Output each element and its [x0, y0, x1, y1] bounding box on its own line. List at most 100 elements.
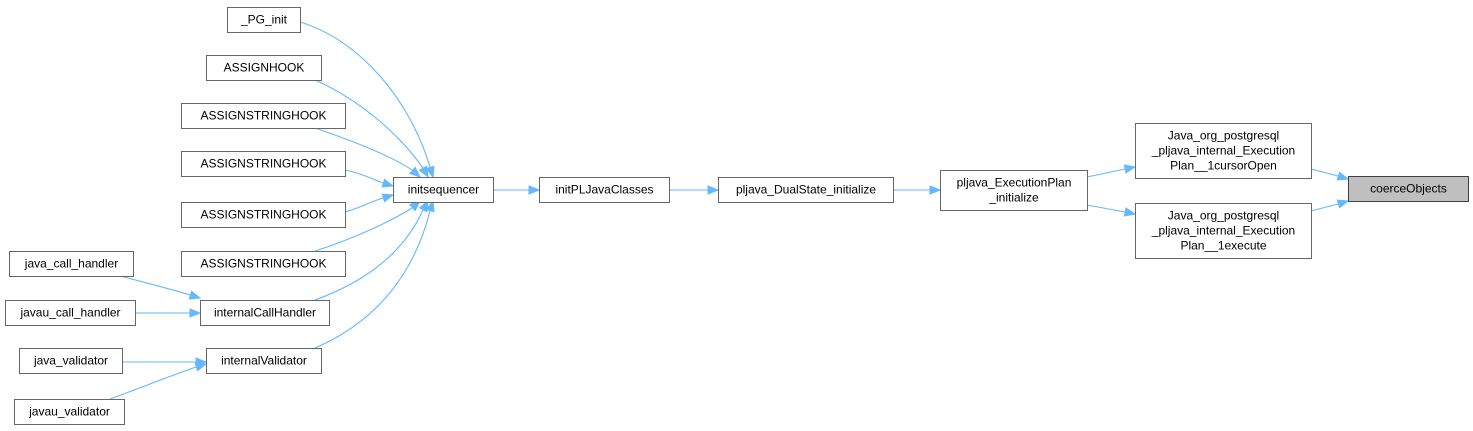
node-box[interactable]	[227, 7, 301, 33]
node-label: _PG_init	[240, 13, 288, 27]
edge-pg_init-to-initsequencer	[299, 21, 435, 179]
node-initsequencer[interactable]: initsequencer	[393, 177, 494, 203]
node-box[interactable]	[1348, 176, 1469, 202]
node-label: internalCallHandler	[214, 306, 316, 320]
node-label: _pljava_internal_Execution	[1151, 224, 1295, 238]
node-box[interactable]	[1135, 123, 1312, 179]
edge-line	[109, 366, 197, 400]
edge-initPLJavaClasses-to-ds_init	[669, 185, 720, 195]
edge-javau_validator-to-internalValidator	[109, 362, 208, 400]
arrow-head-icon	[425, 199, 435, 213]
edge-ash2-to-initsequencer	[344, 169, 395, 188]
edge-internalCallHandler-to-initsequencer	[314, 199, 429, 301]
edge-line	[314, 210, 431, 349]
node-label: javau_call_handler	[19, 306, 120, 320]
edge-line	[119, 275, 191, 296]
node-ds_init[interactable]: pljava_DualState_initialize	[718, 177, 894, 203]
edge-line	[1086, 168, 1126, 178]
edge-javau_call_handler-to-internalCallHandler	[135, 308, 202, 318]
node-initPLJavaClasses[interactable]: initPLJavaClasses	[539, 177, 670, 203]
edge-execute-to-coerceObjects	[1310, 199, 1350, 212]
edge-line	[314, 209, 424, 301]
edge-cursorOpen-to-coerceObjects	[1310, 168, 1350, 181]
edge-ash1-to-initsequencer	[314, 127, 422, 178]
node-java_call_handler[interactable]: java_call_handler	[9, 251, 134, 277]
arrow-head-icon	[418, 165, 429, 179]
node-ep_init[interactable]: pljava_ExecutionPlan_initialize	[940, 170, 1088, 211]
edge-line	[1310, 203, 1339, 212]
edge-internalValidator-to-initsequencer	[314, 199, 435, 349]
node-box[interactable]	[206, 55, 322, 81]
node-label: java_validator	[33, 354, 108, 368]
node-box[interactable]	[181, 151, 346, 177]
node-box[interactable]	[9, 251, 134, 277]
node-box[interactable]	[5, 300, 136, 326]
arrow-head-icon	[418, 199, 429, 213]
node-box[interactable]	[200, 300, 330, 326]
node-assignhook[interactable]: ASSIGNHOOK	[206, 55, 322, 81]
node-execute[interactable]: Java_org_postgresql_pljava_internal_Exec…	[1135, 203, 1312, 259]
node-box[interactable]	[19, 348, 123, 374]
node-box[interactable]	[539, 177, 670, 203]
arrow-head-icon	[1123, 207, 1137, 217]
node-internalValidator[interactable]: internalValidator	[206, 348, 322, 374]
node-coerceObjects[interactable]: coerceObjects	[1348, 176, 1469, 202]
node-javau_call_handler[interactable]: javau_call_handler	[5, 300, 136, 326]
edge-line	[344, 197, 384, 213]
edge-java_validator-to-internalValidator	[122, 357, 208, 367]
node-internalCallHandler[interactable]: internalCallHandler	[200, 300, 330, 326]
node-box[interactable]	[14, 399, 125, 425]
nodes-layer: coerceObjectsJava_org_postgresql_pljava_…	[5, 7, 1469, 425]
node-cursorOpen[interactable]: Java_org_postgresql_pljava_internal_Exec…	[1135, 123, 1312, 179]
node-label: initsequencer	[408, 183, 479, 197]
node-label: initPLJavaClasses	[555, 183, 653, 197]
edge-line	[1086, 204, 1126, 213]
edge-line	[344, 169, 384, 184]
arrow-head-icon	[381, 178, 395, 188]
node-ash2[interactable]: ASSIGNSTRINGHOOK	[181, 151, 346, 177]
edge-assignhook-to-initsequencer	[314, 79, 429, 179]
node-label: coerceObjects	[1370, 182, 1447, 196]
edge-line	[314, 79, 424, 169]
arrow-head-icon	[528, 185, 541, 195]
arrow-head-icon	[381, 193, 395, 203]
node-box[interactable]	[181, 202, 346, 228]
arrow-head-icon	[188, 290, 202, 300]
arrow-head-icon	[1336, 171, 1350, 181]
node-ash1[interactable]: ASSIGNSTRINGHOOK	[181, 103, 346, 129]
node-box[interactable]	[393, 177, 494, 203]
node-javau_validator[interactable]: javau_validator	[14, 399, 125, 425]
edge-java_call_handler-to-internalCallHandler	[119, 275, 202, 300]
node-label: Java_org_postgresql	[1168, 209, 1279, 223]
node-label: Java_org_postgresql	[1168, 129, 1279, 143]
edge-initsequencer-to-initPLJavaClasses	[493, 185, 541, 195]
arrow-head-icon	[1336, 199, 1350, 209]
node-label: ASSIGNSTRINGHOOK	[200, 208, 326, 222]
node-pg_init[interactable]: _PG_init	[227, 7, 301, 33]
node-label: javau_validator	[28, 405, 110, 419]
edge-ep_init-to-cursorOpen	[1086, 164, 1137, 178]
node-label: ASSIGNHOOK	[224, 61, 305, 75]
edges-layer	[109, 21, 1350, 400]
node-label: _initialize	[988, 191, 1039, 205]
edge-line	[1310, 168, 1339, 177]
edge-ds_init-to-ep_init	[893, 185, 942, 195]
edge-line	[314, 127, 413, 171]
node-box[interactable]	[940, 170, 1088, 211]
node-box[interactable]	[718, 177, 894, 203]
node-box[interactable]	[181, 251, 346, 277]
node-box[interactable]	[181, 103, 346, 129]
node-label: internalValidator	[221, 354, 307, 368]
node-ash3[interactable]: ASSIGNSTRINGHOOK	[181, 202, 346, 228]
node-box[interactable]	[206, 348, 322, 374]
node-java_validator[interactable]: java_validator	[19, 348, 123, 374]
node-label: ASSIGNSTRINGHOOK	[200, 109, 326, 123]
edge-line	[299, 21, 431, 168]
node-ash4[interactable]: ASSIGNSTRINGHOOK	[181, 251, 346, 277]
node-label: ASSIGNSTRINGHOOK	[200, 157, 326, 171]
arrow-head-icon	[707, 185, 720, 195]
arrow-head-icon	[194, 362, 208, 372]
node-label: Plan__1execute	[1180, 239, 1266, 253]
arrow-head-icon	[1123, 164, 1137, 174]
node-box[interactable]	[1135, 203, 1312, 259]
